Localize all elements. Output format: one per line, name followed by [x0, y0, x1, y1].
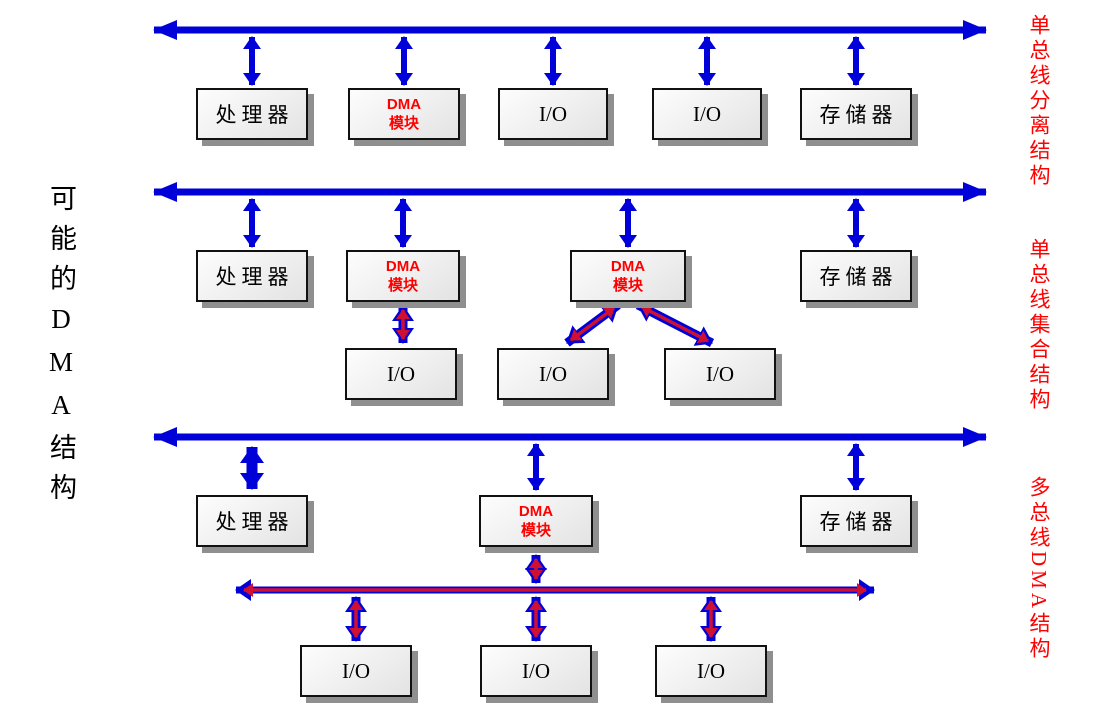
- s2-processor-box: 处理器: [196, 250, 308, 302]
- s2-dma2-label: DMA 模块: [610, 257, 646, 295]
- section2-side-label: 单总线集合结构: [1027, 238, 1051, 413]
- s1-io1-box: I/O: [498, 88, 608, 140]
- section1-bus-connectors: [243, 36, 865, 86]
- s2-dma1-box: DMA 模块: [346, 250, 460, 302]
- s3-io1-label: I/O: [342, 658, 370, 683]
- section3-side-label: 多总线DMA结构: [1027, 476, 1051, 663]
- s2-io3-label: I/O: [706, 361, 734, 386]
- s1-processor-box: 处理器: [196, 88, 308, 140]
- s1-dma-box: DMA 模块: [348, 88, 460, 140]
- s2-io1-box: I/O: [345, 348, 457, 400]
- s3-io1-box: I/O: [300, 645, 412, 697]
- s2-dma2-box: DMA 模块: [570, 250, 686, 302]
- diagram-title: 可能的DMA结构: [46, 184, 76, 513]
- s2-dma1-label: DMA 模块: [385, 257, 421, 295]
- s2-io3-box: I/O: [664, 348, 776, 400]
- s3-io2-label: I/O: [522, 658, 550, 683]
- s3-memory-label: 存储器: [819, 510, 898, 534]
- section3-bus-connectors: [240, 443, 865, 491]
- section1-side-label: 单总线分离结构: [1027, 14, 1051, 189]
- s2-memory-label: 存储器: [819, 265, 898, 289]
- s1-io2-label: I/O: [693, 101, 721, 126]
- s3-io2-box: I/O: [480, 645, 592, 697]
- s1-memory-label: 存储器: [819, 103, 898, 127]
- section2-dma-io-links: [392, 300, 715, 348]
- section2-bus-connectors: [243, 198, 865, 248]
- s1-io2-box: I/O: [652, 88, 762, 140]
- s1-memory-box: 存储器: [800, 88, 912, 140]
- s2-io2-box: I/O: [497, 348, 609, 400]
- section3-io-links: [345, 554, 722, 642]
- s3-io3-label: I/O: [697, 658, 725, 683]
- s3-processor-box: 处理器: [196, 495, 308, 547]
- s3-dma-box: DMA 模块: [479, 495, 593, 547]
- s1-processor-label: 处理器: [215, 103, 294, 127]
- s2-io2-label: I/O: [539, 361, 567, 386]
- s3-io3-box: I/O: [655, 645, 767, 697]
- s2-processor-label: 处理器: [215, 265, 294, 289]
- s1-dma-label: DMA 模块: [386, 95, 422, 133]
- s1-io1-label: I/O: [539, 101, 567, 126]
- s3-memory-box: 存储器: [800, 495, 912, 547]
- s3-dma-label: DMA 模块: [518, 502, 554, 540]
- s2-io1-label: I/O: [387, 361, 415, 386]
- s3-processor-label: 处理器: [215, 510, 294, 534]
- s2-memory-box: 存储器: [800, 250, 912, 302]
